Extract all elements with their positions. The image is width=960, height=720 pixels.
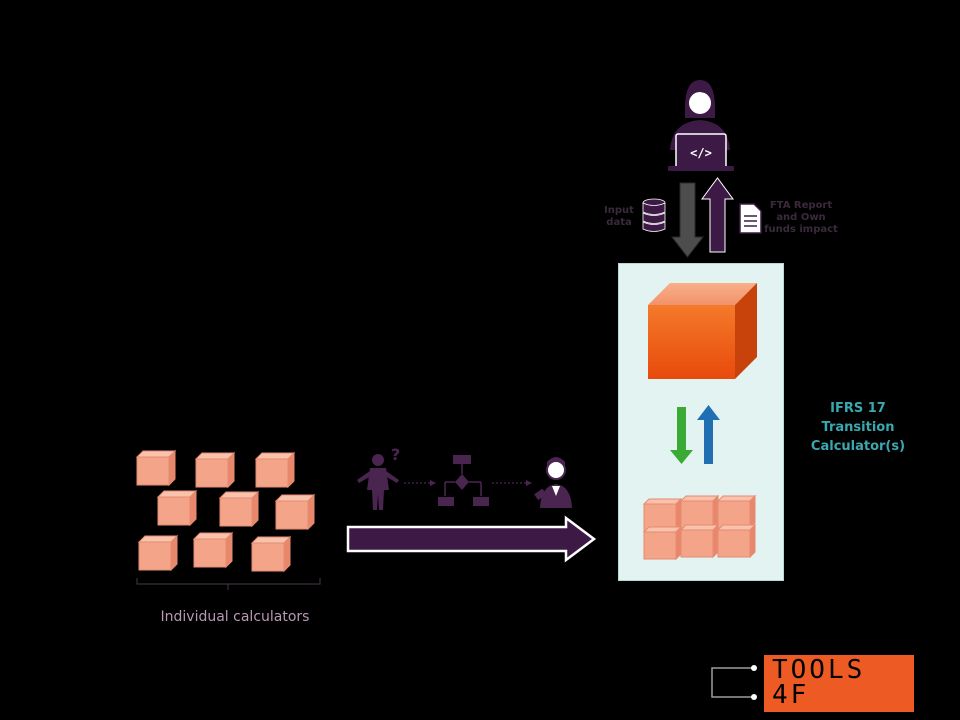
process-arrow [346, 515, 597, 563]
individual-calculators-label: Individual calculators [160, 609, 310, 625]
stack-block [643, 526, 682, 560]
calculators-bracket [136, 578, 321, 590]
transition-calculator-cube [648, 283, 757, 379]
report-label: FTA Report and Own funds impact [764, 200, 838, 235]
arrow-down-input [670, 182, 705, 258]
confused-person-icon [357, 454, 399, 510]
tools4f-logo: TOOLS 4F [764, 655, 914, 712]
logo-line-1: TOOLS [772, 655, 866, 685]
input-data-label: Input data [604, 205, 634, 228]
expert-person-icon [534, 457, 572, 508]
logo-circuit-icon [711, 665, 757, 700]
stack-block [680, 495, 719, 529]
database-icon [642, 198, 666, 232]
transition-calculator-label: IFRS 17 Transition Calculator(s) [810, 401, 906, 454]
logo-line-2: 4F [772, 680, 810, 710]
flowchart-icon [438, 455, 489, 506]
stack-block [717, 495, 756, 529]
developer-icon [668, 80, 734, 171]
question-mark: ? [391, 445, 400, 464]
stack-block [717, 524, 756, 558]
document-icon [739, 203, 762, 234]
arrow-up-report [701, 177, 734, 253]
arrow-down-green [670, 407, 693, 464]
stack-block [680, 524, 719, 558]
code-symbol: </> [690, 146, 712, 160]
arrow-up-blue [697, 405, 720, 464]
stack-block [643, 498, 682, 532]
